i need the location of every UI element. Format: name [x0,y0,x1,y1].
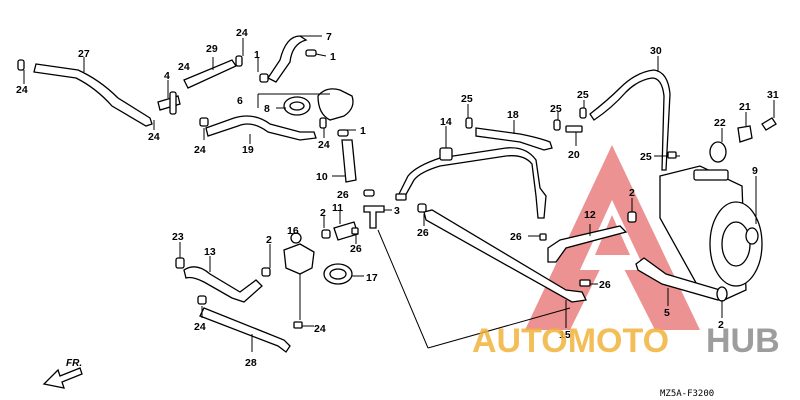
callout-20: 20 [568,149,580,161]
callout-30: 30 [650,45,662,57]
callout-12: 12 [584,209,596,221]
callout-29: 29 [206,43,218,55]
callout-21: 21 [739,101,751,113]
callout-24: 24 [148,131,160,143]
pipe-10 [341,139,357,183]
callout-24: 24 [314,323,326,335]
callout-11: 11 [332,202,343,214]
callout-8: 8 [264,103,270,115]
callout-6: 6 [237,95,243,107]
callout-24: 24 [16,84,28,96]
hose-27 [33,63,153,127]
grommet-22 [709,141,727,163]
hose-28 [199,307,291,353]
callout-26: 26 [337,189,349,201]
callout-23: 23 [172,231,184,243]
callout-14: 14 [440,116,452,128]
front-direction-arrow [42,367,83,389]
callout-19: 19 [242,144,254,156]
callout-13: 13 [204,246,216,258]
callout-18: 18 [507,109,519,121]
hose-29 [183,59,237,89]
callout-3: 3 [394,205,400,217]
callout-31: 31 [767,89,779,101]
callout-2: 2 [320,207,326,219]
joint-4 [157,95,181,111]
callout-24: 24 [318,139,330,151]
callout-22: 22 [714,117,726,129]
pipe-14 [397,147,547,219]
bolt-20 [565,125,583,133]
callout-27: 27 [78,48,90,60]
hose-30 [589,69,671,171]
callout-28: 28 [245,357,257,369]
callout-26: 26 [350,243,362,255]
callout-1: 1 [254,49,260,61]
callout-9: 9 [752,165,758,177]
callout-2: 2 [629,187,635,199]
callout-1: 1 [330,51,336,63]
callout-24: 24 [194,144,206,156]
callout-25: 25 [577,89,589,101]
grommet-21 [737,125,753,143]
callout-24: 24 [236,27,248,39]
valve-6 [317,88,354,121]
callout-26: 26 [417,227,429,239]
callout-25: 25 [461,93,473,105]
hose-18 [475,127,553,151]
callout-16: 16 [287,225,299,237]
callout-10: 10 [316,171,328,183]
callout-24: 24 [178,61,190,73]
hose-12 [547,225,628,263]
front-direction-label: FR. [66,358,82,369]
hose-7 [267,35,308,83]
valve-16 [283,243,315,275]
hose-13 [183,266,263,303]
callout-2: 2 [266,234,272,246]
watermark-text-primary: AUTOMOTO [472,322,669,360]
callout-24: 24 [194,321,206,333]
callout-15: 15 [559,329,571,341]
callout-17: 17 [366,272,378,284]
callout-26: 26 [510,231,522,243]
hose-19 [205,115,317,141]
pipe-15 [423,209,587,303]
clip-24-a [17,59,25,71]
callout-25: 25 [550,103,562,115]
callout-1: 1 [360,125,366,137]
canister-9 [659,165,763,301]
callout-4: 4 [164,70,170,82]
callout-5: 5 [664,307,670,319]
watermark-text-secondary: HUB [706,322,780,360]
callout-2: 2 [718,319,724,331]
callout-7: 7 [326,31,332,43]
diagram-code: MZ5A-F3200 [660,389,714,399]
bolt-31 [761,117,777,131]
tee-3 [363,205,385,229]
callout-26: 26 [599,279,611,291]
callout-25: 25 [640,151,652,163]
